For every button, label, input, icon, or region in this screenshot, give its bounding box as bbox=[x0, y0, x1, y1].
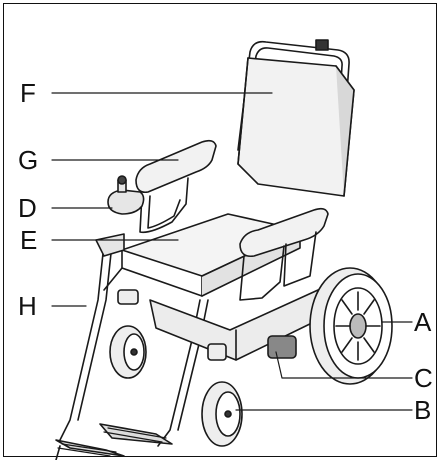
label-d: D bbox=[18, 193, 37, 223]
backrest-frame bbox=[237, 39, 350, 191]
label-c: C bbox=[414, 363, 433, 393]
label-f: F bbox=[20, 78, 36, 108]
drive-wheel bbox=[309, 267, 393, 385]
label-g: G bbox=[18, 145, 39, 175]
leader-lines bbox=[51, 92, 413, 411]
caster-wheel-right bbox=[201, 343, 243, 447]
armrest-right bbox=[239, 207, 329, 301]
footplates bbox=[57, 427, 167, 457]
label-e: E bbox=[20, 225, 38, 255]
label-b: B bbox=[414, 395, 432, 425]
leader-c bbox=[275, 351, 413, 379]
backrest bbox=[237, 57, 355, 197]
armrest-left bbox=[135, 139, 217, 234]
base-chassis bbox=[149, 289, 319, 361]
caster-wheel-left bbox=[109, 289, 147, 379]
label-a: A bbox=[414, 307, 432, 337]
joystick-controller bbox=[107, 175, 145, 215]
label-h: H bbox=[18, 291, 37, 321]
